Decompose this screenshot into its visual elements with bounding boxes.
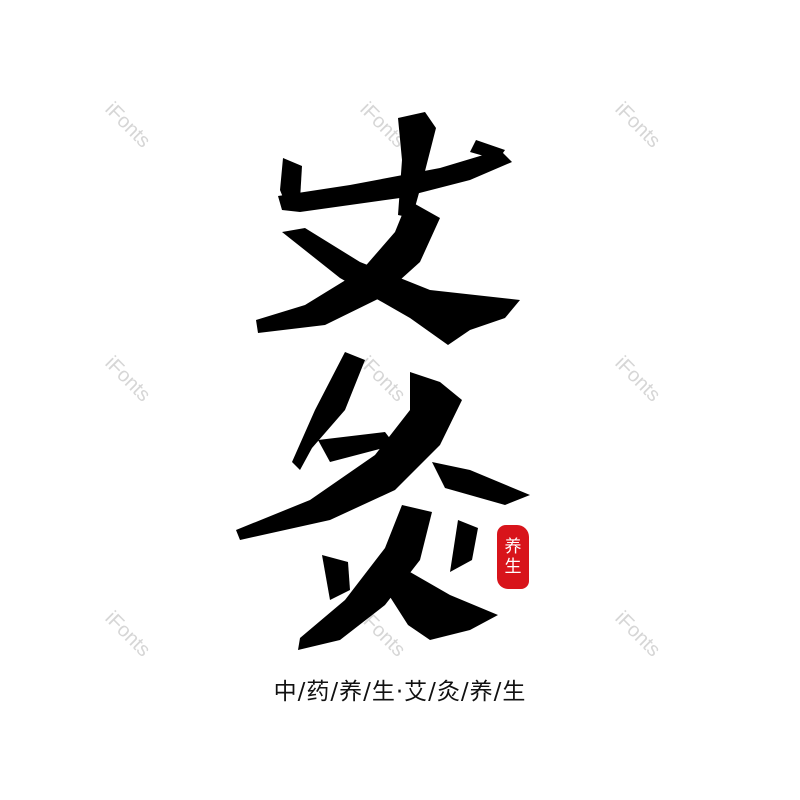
subtitle: 中/药/养/生·艾/灸/养/生 <box>273 679 527 705</box>
seal-char: 养 <box>504 537 522 557</box>
seal-char: 生 <box>504 557 522 577</box>
char-ai <box>256 112 520 345</box>
seal-stamp: 养 生 <box>497 525 529 589</box>
char-jiu <box>236 352 530 650</box>
